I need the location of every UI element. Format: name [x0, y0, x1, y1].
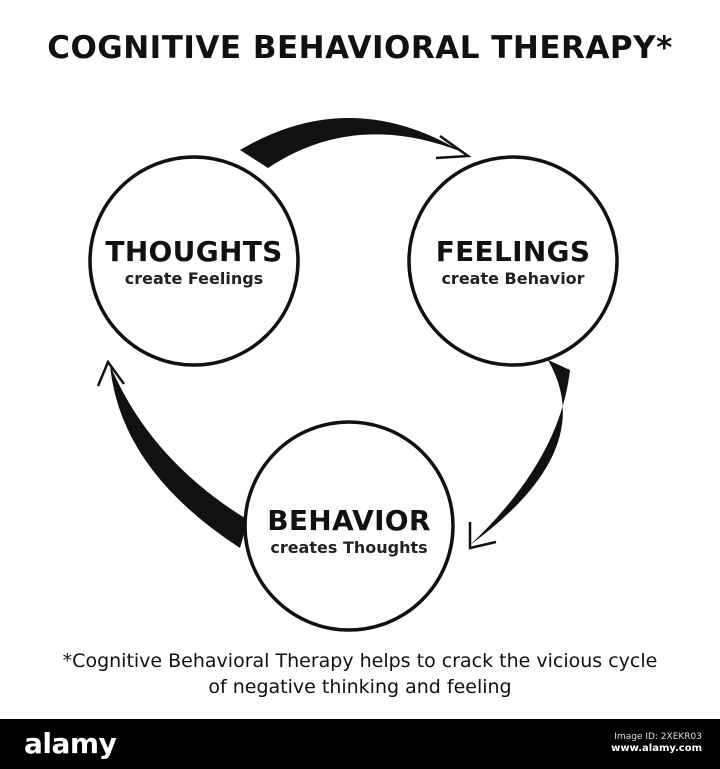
arrow-thoughts-to-feelings	[240, 117, 472, 168]
footnote-line-2: of negative thinking and feeling	[208, 676, 512, 698]
watermark-meta: Image ID: 2XEKR03 www.alamy.com	[611, 731, 702, 755]
node-feelings: FEELINGS create Behavior	[413, 236, 613, 290]
node-thoughts-subtitle: create Feelings	[124, 269, 264, 288]
image-id-label: Image ID: 2XEKR03	[614, 732, 702, 742]
behavior-circle	[243, 420, 455, 632]
footnote: *Cognitive Behavioral Therapy helps to c…	[20, 648, 700, 700]
node-thoughts-heading: THOUGHTS	[105, 235, 283, 268]
node-thoughts: THOUGHTS create Feelings	[94, 236, 294, 290]
footnote-line-1: *Cognitive Behavioral Therapy helps to c…	[62, 650, 658, 672]
alamy-logo: alamy	[24, 727, 117, 760]
arrow-behavior-to-thoughts	[96, 359, 248, 548]
node-feelings-heading: FEELINGS	[435, 235, 591, 268]
node-behavior-subtitle: creates Thoughts	[270, 538, 428, 557]
node-behavior: BEHAVIOR creates Thoughts	[249, 505, 449, 559]
watermark-footer: alamy Image ID: 2XEKR03 www.alamy.com	[0, 719, 720, 769]
thoughts-circle	[88, 155, 300, 367]
node-behavior-heading: BEHAVIOR	[267, 504, 431, 537]
feelings-circle	[407, 155, 619, 367]
node-feelings-subtitle: create Behavior	[441, 269, 585, 288]
arrow-feelings-to-behavior	[468, 360, 570, 550]
site-url: www.alamy.com	[611, 743, 702, 754]
diagram-title: COGNITIVE BEHAVIORAL THERAPY*	[47, 30, 673, 66]
